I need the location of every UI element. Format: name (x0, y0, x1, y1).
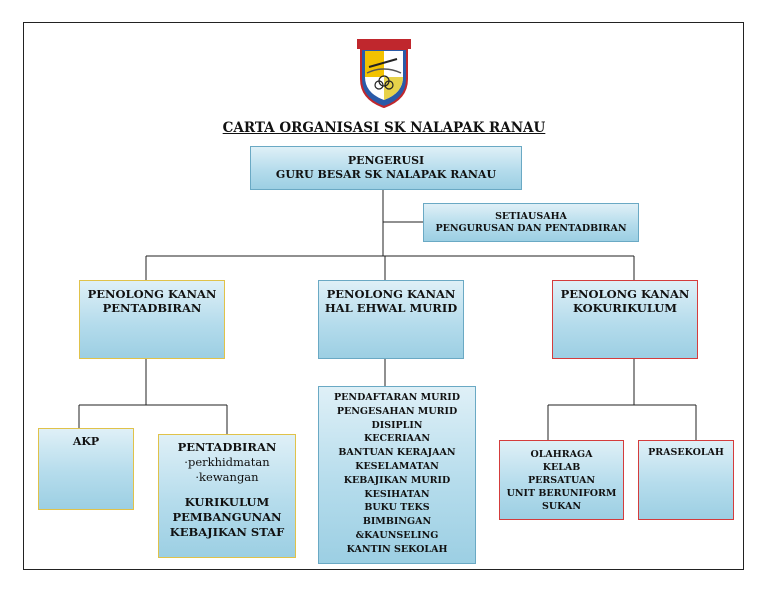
olahraga-box: OLAHRAGA KELAB PERSATUAN UNIT BERUNIFORM… (499, 440, 624, 520)
koku-unit: OLAHRAGA (530, 448, 593, 460)
koku-unit: UNIT BERUNIFORM (506, 487, 617, 499)
hem-unit: &KAUNSELING (355, 529, 439, 541)
hem-unit: KEBAJIKAN MURID (343, 474, 451, 486)
pentadbiran-sub2: ·kewangan (195, 469, 259, 484)
hem-unit: KESELAMATAN (355, 460, 439, 472)
prasekolah-box: PRASEKOLAH (638, 440, 734, 520)
deputy-pentadbiran-line1: PENOLONG KANAN (87, 287, 217, 301)
deputy-hem-line2: HAL EHWAL MURID (324, 301, 458, 316)
hem-unit: PENDAFTARAN MURID (334, 392, 460, 403)
deputy-koku-line1: PENOLONG KANAN (560, 287, 690, 301)
koku-unit: KELAB (542, 461, 581, 473)
deputy-hem-line1: PENOLONG KANAN (326, 287, 456, 301)
pentadbiran-heading: PENTADBIRAN (177, 440, 277, 454)
deputy-koku-line2: KOKURIKULUM (572, 301, 678, 316)
hem-unit: BIMBINGAN (362, 516, 432, 528)
hem-unit: BUKU TEKS (364, 502, 430, 514)
deputy-box-hem: PENOLONG KANAN HAL EHWAL MURID (318, 280, 464, 359)
hem-unit: DISIPLIN (371, 419, 423, 431)
secretary-line2: PENGURUSAN DAN PENTADBIRAN (435, 222, 627, 234)
deputy-pentadbiran-line2: PENTADBIRAN (102, 301, 202, 316)
deputy-box-kokurikulum: PENOLONG KANAN KOKURIKULUM (552, 280, 698, 359)
pentadbiran-sub1: ·perkhidmatan (184, 454, 270, 469)
deputy-box-pentadbiran: PENOLONG KANAN PENTADBIRAN (79, 280, 225, 359)
hem-unit: KESIHATAN (364, 488, 430, 500)
hem-units-box: PENDAFTARAN MURID PENGESAHAN MURID DISIP… (318, 386, 476, 564)
pentadbiran-kebajikan-staf: KEBAJIKAN STAF (169, 524, 285, 539)
akp-label: AKP (72, 435, 100, 448)
school-crest-logo (357, 39, 411, 109)
head-line2: GURU BESAR SK NALAPAK RANAU (275, 168, 497, 181)
pentadbiran-kurikulum: KURIKULUM (184, 494, 270, 509)
hem-unit: PENGESAHAN MURID (336, 405, 458, 417)
pentadbiran-pembangunan: PEMBANGUNAN (172, 509, 282, 524)
head-line1: PENGERUSI (347, 154, 425, 168)
chart-frame (23, 22, 744, 570)
pentadbiran-unit-box: PENTADBIRAN ·perkhidmatan ·kewangan KURI… (158, 434, 296, 558)
head-box: PENGERUSI GURU BESAR SK NALAPAK RANAU (250, 146, 522, 190)
secretary-line1: SETIAUSAHA (495, 210, 567, 222)
chart-title: CARTA ORGANISASI SK NALAPAK RANAU (222, 120, 546, 136)
prasekolah-label: PRASEKOLAH (648, 447, 724, 458)
akp-box: AKP (38, 428, 134, 510)
hem-unit: KANTIN SEKOLAH (346, 543, 448, 555)
koku-unit: SUKAN (541, 500, 582, 512)
secretary-box: SETIAUSAHA PENGURUSAN DAN PENTADBIRAN (423, 203, 639, 242)
hem-unit: KECERIAAN (363, 433, 431, 445)
hem-unit: BANTUAN KERAJAAN (338, 447, 456, 459)
koku-unit: PERSATUAN (527, 474, 596, 486)
